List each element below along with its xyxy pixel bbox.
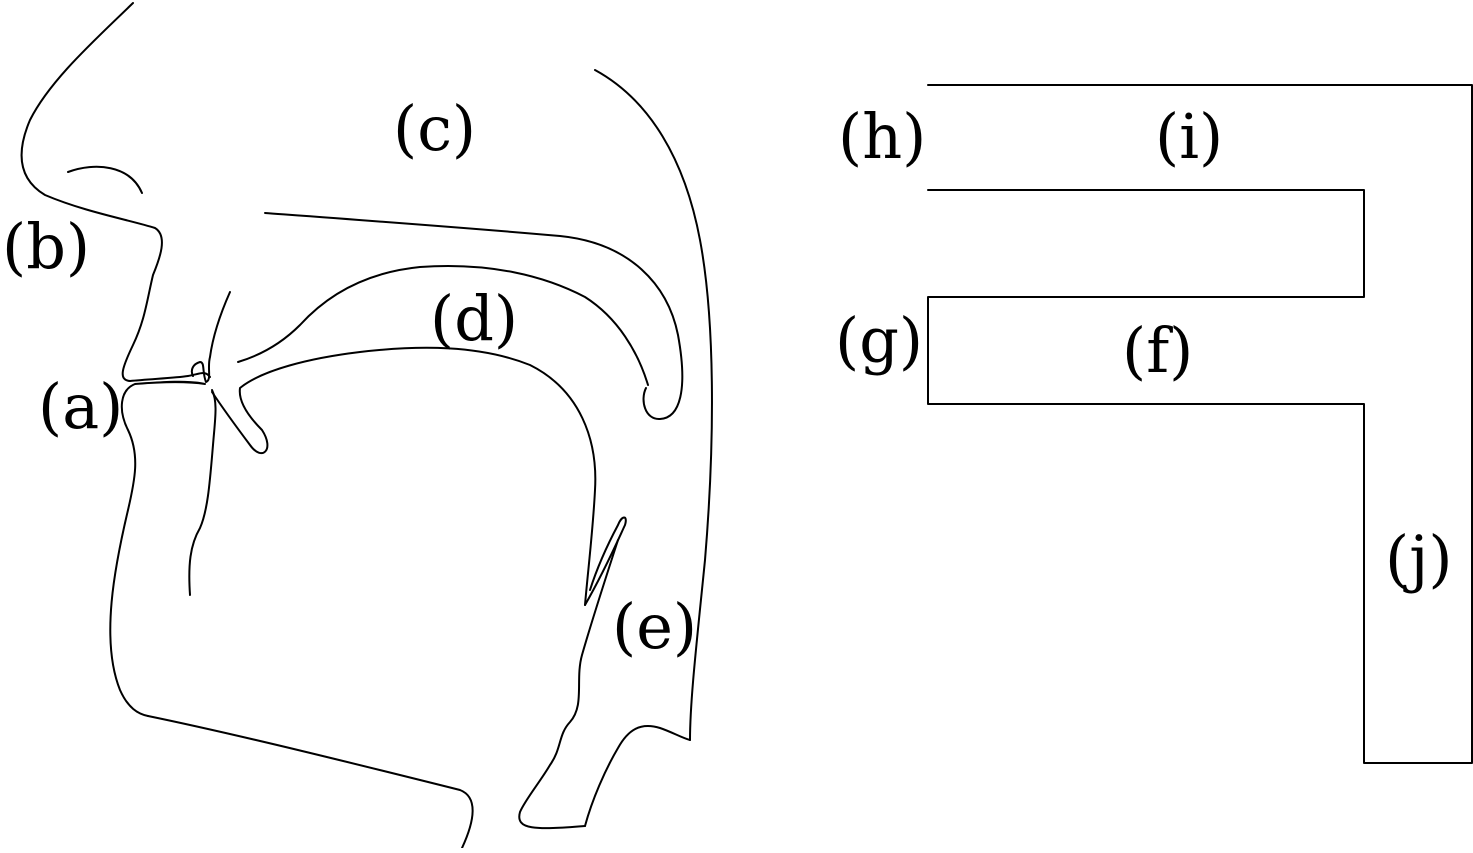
nose-profile	[20, 2, 163, 382]
nostril	[67, 165, 143, 194]
lower-lip	[109, 380, 206, 717]
larynx-front	[518, 539, 619, 830]
label-e: (e)	[612, 590, 697, 663]
label-d: (d)	[430, 282, 518, 355]
upper-lip-edge	[129, 372, 211, 382]
vocal-tract-sagittal	[20, 2, 713, 849]
label-f: (f)	[1122, 314, 1193, 387]
upper-incisor	[190, 291, 231, 383]
outer-tube-outline	[927, 84, 1473, 764]
larynx-rear	[584, 725, 691, 827]
label-j: (j)	[1385, 522, 1453, 595]
epiglottis	[584, 516, 627, 606]
pharynx-back-wall	[594, 69, 713, 741]
hard-palate	[237, 264, 649, 386]
label-g: (g)	[835, 304, 923, 377]
jaw-line	[147, 715, 474, 849]
tube-model	[927, 84, 1473, 764]
label-b: (b)	[2, 210, 90, 283]
label-c: (c)	[393, 92, 476, 165]
label-h: (h)	[838, 100, 926, 173]
label-i: (i)	[1155, 100, 1223, 173]
lower-incisor	[188, 389, 217, 596]
velum	[264, 212, 684, 421]
tongue	[211, 346, 597, 606]
label-a: (a)	[38, 370, 123, 443]
